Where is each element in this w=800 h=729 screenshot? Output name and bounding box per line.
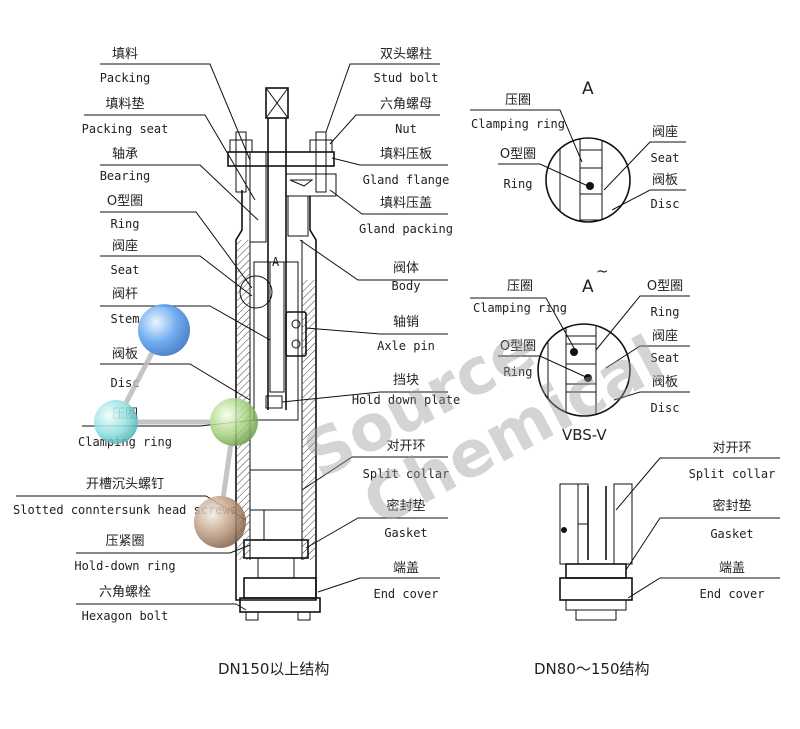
label-en-a2-clamping-ring: Clamping ring: [473, 301, 567, 315]
label-cn-s-split-collar: 对开环: [712, 441, 751, 456]
label-en-gland-packing: Gland packing: [359, 222, 453, 236]
label-en-a-o-ring: Ring: [504, 177, 533, 191]
detail-a2-caption: VBS-V: [562, 426, 607, 444]
label-cn-a-seat: 阀座: [652, 125, 678, 140]
caption-right: DN80～150结构: [534, 660, 650, 678]
label-en-gasket: Gasket: [384, 526, 427, 540]
caption-left: DN150以上结构: [218, 660, 329, 678]
marker-a: A: [272, 255, 280, 269]
label-cn-a-clamping-ring: 压圈: [505, 93, 531, 108]
label-cn-hold-down-plate: 挡块: [393, 373, 419, 388]
label-cn-disc: 阀板: [112, 347, 138, 362]
label-en-a2-o-ring-top: Ring: [651, 305, 680, 319]
label-cn-s-end-cover: 端盖: [719, 561, 745, 576]
label-cn-a2-o-ring: O型圈: [500, 339, 536, 354]
label-en-a-disc: Disc: [651, 197, 680, 211]
detail-a-title: A: [582, 79, 594, 99]
sphere-cyan: [94, 400, 138, 444]
label-cn-a2-clamping-ring: 压圈: [507, 279, 533, 294]
detail-a2-title: A: [582, 277, 594, 297]
label-en-a2-o-ring: Ring: [504, 365, 533, 379]
label-cn-packing-seat: 填料垫: [105, 96, 144, 112]
label-cn-split-collar: 对开环: [386, 439, 425, 454]
label-en-a2-disc: Disc: [651, 401, 680, 415]
label-en-axle-pin: Axle pin: [377, 339, 435, 353]
label-cn-hold-down-ring: 压紧圈: [105, 534, 144, 549]
label-en-a-seat: Seat: [651, 151, 680, 165]
label-en-body: Body: [392, 279, 421, 293]
label-en-seat: Seat: [111, 263, 140, 277]
label-cn-body: 阀体: [393, 261, 419, 276]
detail-a-circle: [545, 137, 631, 223]
label-cn-gasket: 密封垫: [386, 498, 425, 514]
label-cn-hexagon-bolt: 六角螺栓: [99, 585, 151, 600]
label-cn-stem: 阀杆: [112, 287, 138, 302]
label-en-hold-down-ring: Hold-down ring: [74, 559, 175, 573]
label-cn-o-ring: O型圈: [107, 194, 143, 209]
label-en-slotted-screws: Slotted conntersunk head screws: [13, 503, 237, 517]
label-cn-a2-o-ring-top: O型圈: [647, 279, 683, 294]
label-cn-s-gasket: 密封垫: [712, 498, 751, 514]
label-cn-seat: 阀座: [112, 239, 138, 254]
label-cn-slotted-screws: 开槽沉头螺钉: [86, 477, 164, 492]
sphere-green: [210, 398, 258, 446]
molecule-graphic: [94, 304, 258, 548]
label-cn-axle-pin: 轴销: [393, 315, 419, 330]
detail-a2-tilde: ~: [596, 262, 609, 280]
label-en-packing: Packing: [100, 71, 151, 85]
label-cn-stud-bolt: 双头螺柱: [380, 47, 432, 62]
label-en-s-end-cover: End cover: [699, 587, 764, 601]
label-en-hold-down-plate: Hold down plate: [352, 393, 460, 407]
label-cn-a-o-ring: O型圈: [500, 147, 536, 162]
label-en-stud-bolt: Stud bolt: [373, 71, 438, 85]
leader-lines: [16, 63, 780, 611]
sphere-blue: [138, 304, 190, 356]
label-cn-packing: 填料: [112, 47, 138, 62]
label-cn-bearing: 轴承: [112, 147, 138, 162]
label-en-gland-flange: Gland flange: [363, 173, 450, 187]
label-cn-a2-seat: 阀座: [652, 329, 678, 344]
label-en-split-collar: Split collar: [363, 467, 450, 481]
small-assembly-drawing: [559, 483, 633, 621]
label-cn-nut: 六角螺母: [380, 97, 432, 112]
label-en-stem: Stem: [111, 312, 140, 326]
label-en-o-ring: Ring: [111, 217, 140, 231]
label-en-end-cover: End cover: [373, 587, 438, 601]
label-en-s-split-collar: Split collar: [689, 467, 776, 481]
label-cn-end-cover: 端盖: [393, 561, 419, 576]
label-en-a2-seat: Seat: [651, 351, 680, 365]
label-en-hexagon-bolt: Hexagon bolt: [82, 609, 169, 623]
label-en-a-clamping-ring: Clamping ring: [471, 117, 565, 131]
sphere-brown: [194, 496, 246, 548]
label-en-s-gasket: Gasket: [710, 527, 753, 541]
label-cn-gland-packing: 填料压盖: [380, 196, 432, 211]
label-cn-a-disc: 阀板: [652, 173, 678, 188]
label-en-bearing: Bearing: [100, 169, 151, 183]
label-cn-a2-disc: 阀板: [652, 375, 678, 390]
label-en-packing-seat: Packing seat: [82, 122, 169, 136]
label-en-nut: Nut: [395, 122, 417, 136]
label-cn-gland-flange: 填料压板: [380, 147, 432, 162]
